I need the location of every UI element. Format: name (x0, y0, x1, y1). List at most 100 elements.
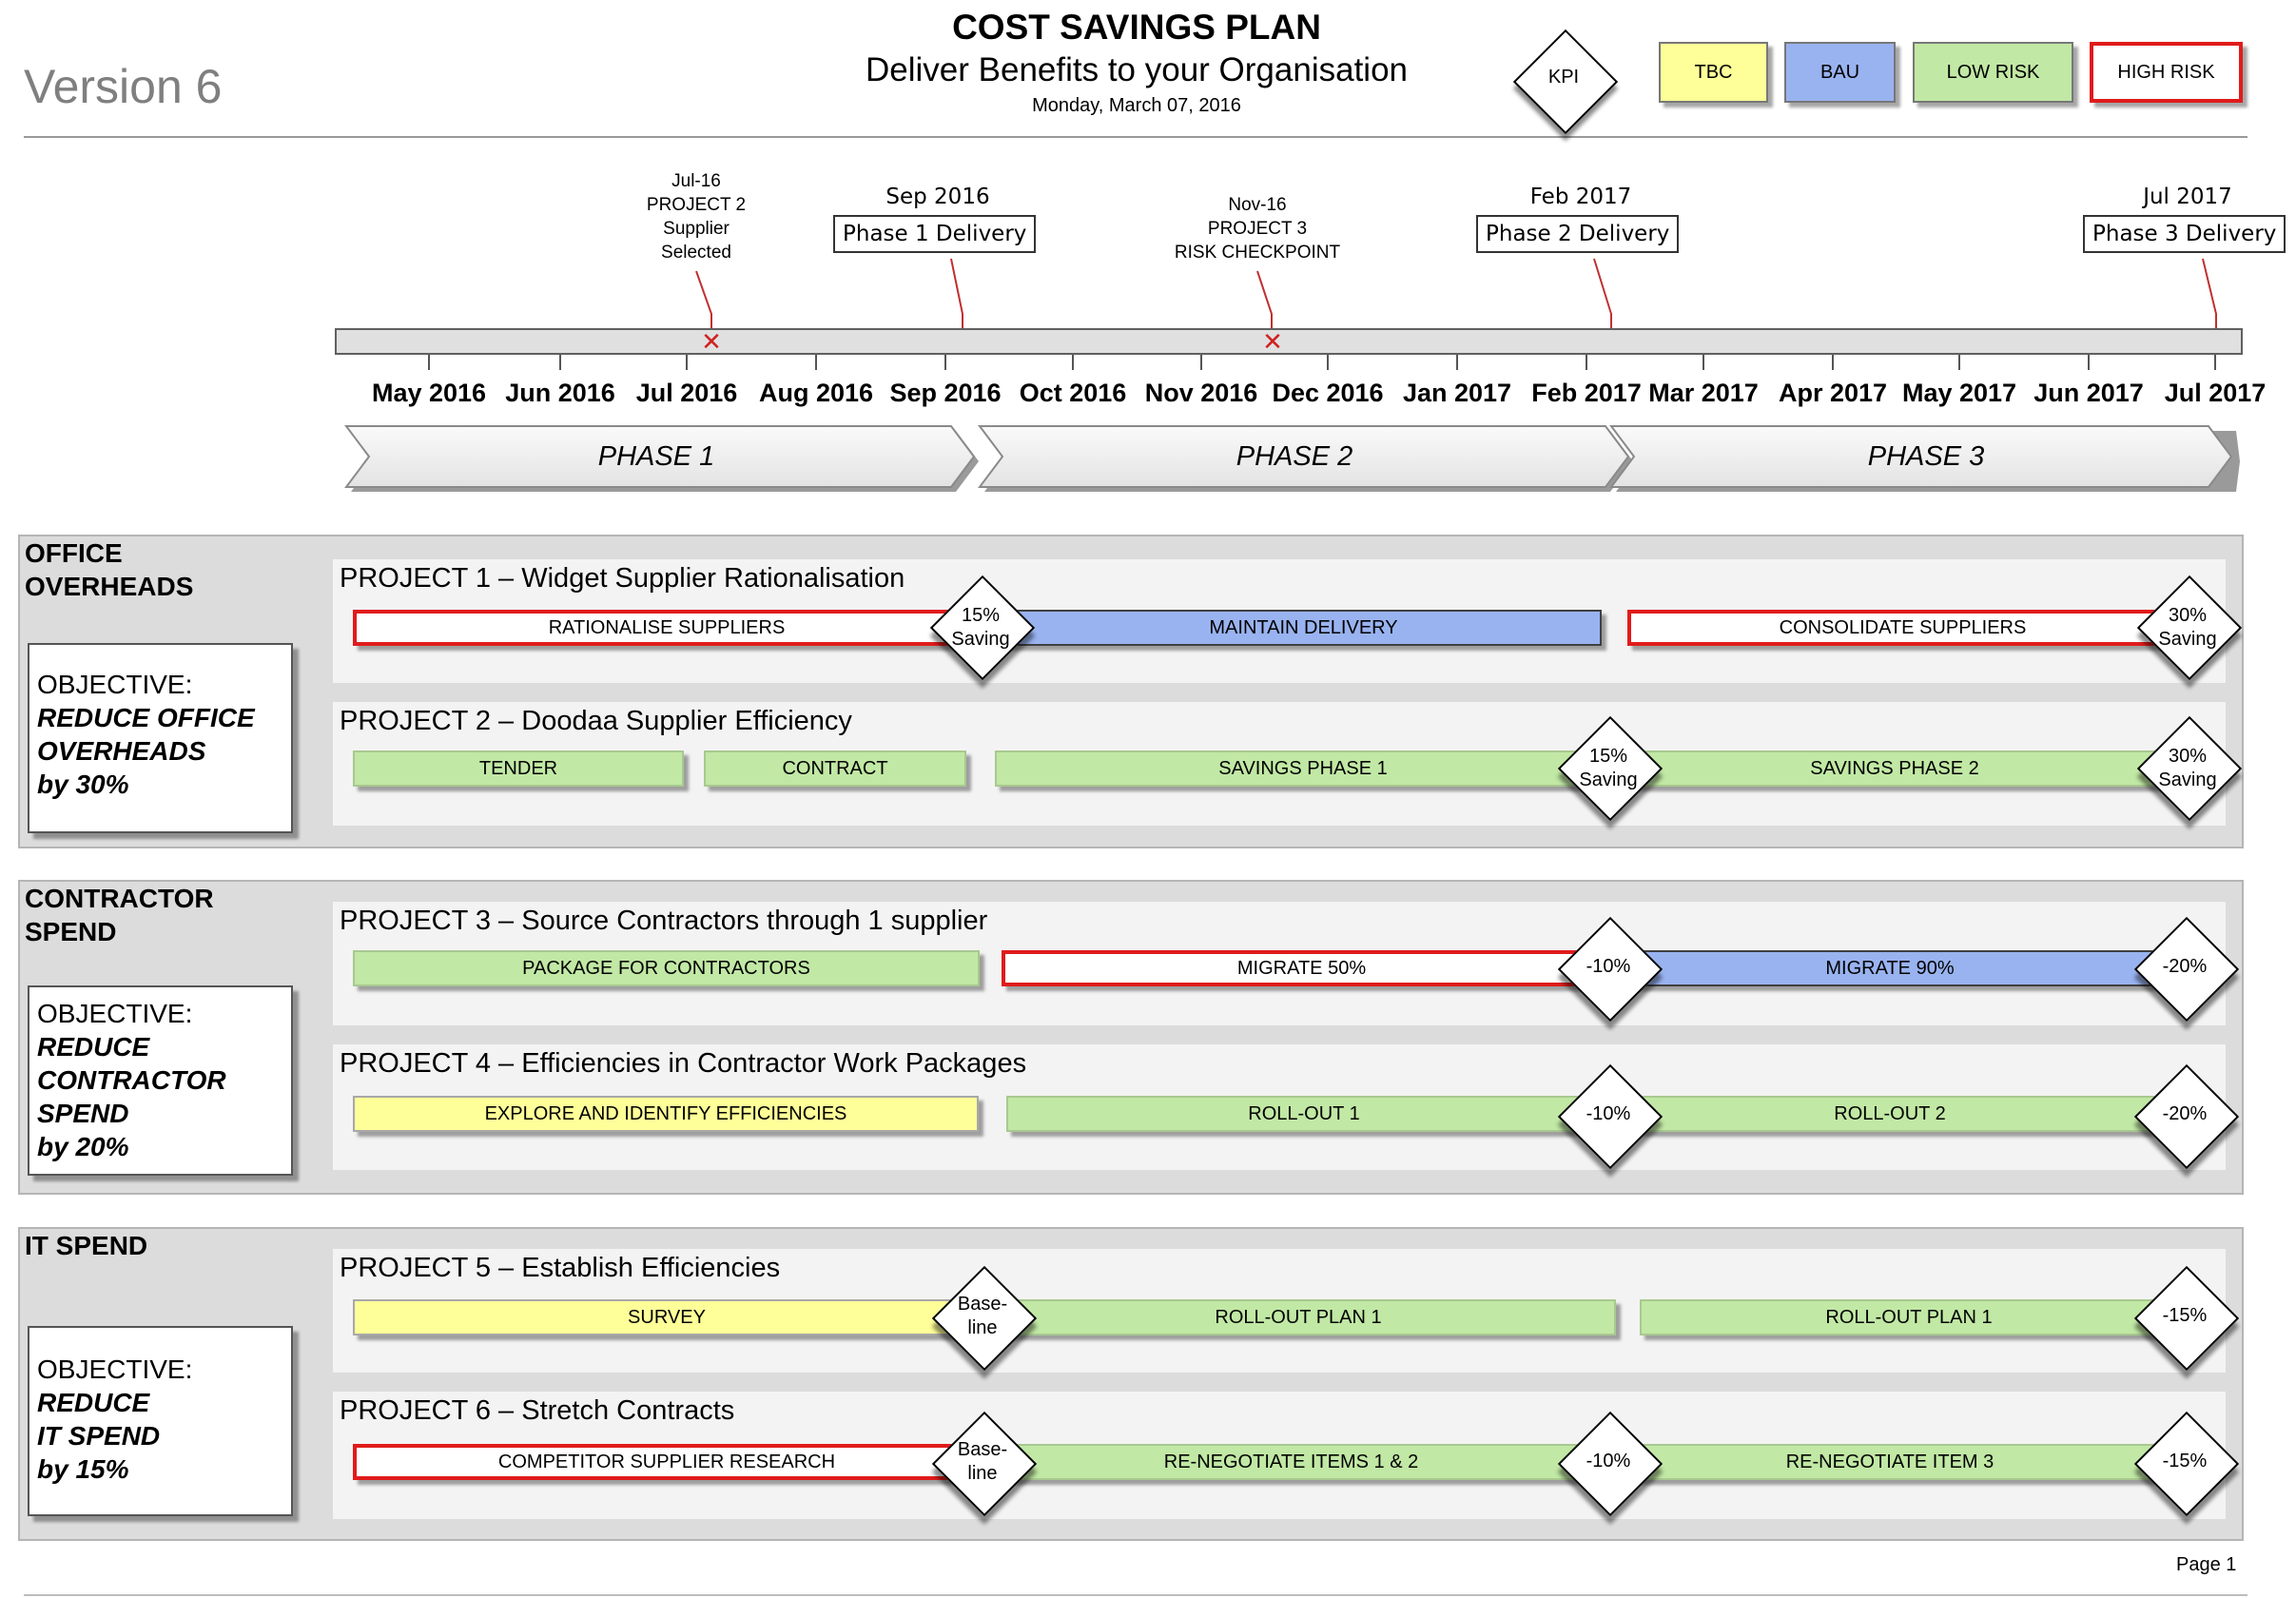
month-label: May 2016 (371, 379, 487, 407)
kpi-text: 15% (1588, 746, 1628, 767)
kpi-text: Saving (2158, 770, 2217, 790)
legend-high-risk: HIGH RISK (2090, 42, 2243, 103)
objective-text: IT SPEND (37, 1421, 161, 1451)
axis-tick (944, 355, 946, 370)
month-label: Mar 2017 (1648, 379, 1759, 407)
axis-tick (1703, 355, 1704, 370)
objective-text: by 20% (37, 1132, 129, 1161)
section-title-line: IT SPEND (25, 1231, 148, 1260)
task-bar[interactable]: ROLL-OUT 1 (1006, 1096, 1602, 1132)
section-title: OFFICE OVERHEADS (25, 536, 193, 603)
axis-tick (1586, 355, 1587, 370)
kpi-text: 30% (2168, 605, 2208, 626)
objective-heading: OBJECTIVE: (37, 1354, 193, 1384)
month-label: Jun 2017 (2033, 379, 2144, 407)
month-label: Jul 2016 (635, 379, 738, 407)
task-bar[interactable]: PACKAGE FOR CONTRACTORS (353, 950, 980, 986)
page-title: COST SAVINGS PLAN (952, 8, 1321, 47)
objective-text: by 15% (37, 1454, 129, 1484)
kpi-label: -10% (1586, 1103, 1631, 1124)
month-label: Sep 2016 (889, 379, 1002, 407)
milestone-phase2-delivery: Phase 2 Delivery (1476, 215, 1680, 253)
phase-3-label: PHASE 3 (1867, 441, 1985, 472)
task-bar[interactable]: SAVINGS PHASE 2 (1611, 750, 2178, 787)
task-bar[interactable]: RE-NEGOTIATE ITEM 3 (1602, 1444, 2178, 1480)
milestone-text: PROJECT 3 (1207, 219, 1308, 239)
task-bar[interactable]: SURVEY (353, 1299, 981, 1335)
month-label: Jul 2017 (2164, 379, 2267, 407)
legend-bau: BAU (1784, 42, 1896, 103)
timeline-axis (335, 328, 2243, 355)
objective-heading: OBJECTIVE: (37, 670, 193, 699)
task-bar[interactable]: SAVINGS PHASE 1 (995, 750, 1611, 787)
task-bar[interactable]: CONSOLIDATE SUPPLIERS (1627, 610, 2178, 646)
milestone-date: Feb 2017 (1529, 185, 1632, 209)
task-bar[interactable]: CONTRACT (704, 750, 966, 787)
milestone-date: Sep 2016 (885, 185, 990, 209)
kpi-text: 15% (961, 605, 1001, 626)
objective-text: by 30% (37, 770, 129, 799)
milestone-phase1-delivery: Phase 1 Delivery (833, 215, 1037, 253)
axis-tick (1456, 355, 1458, 370)
objective-text: REDUCE OFFICE (37, 703, 255, 732)
task-bar[interactable]: RE-NEGOTIATE ITEMS 1 & 2 (981, 1444, 1602, 1480)
kpi-label: -15% (2162, 1305, 2208, 1326)
axis-tick (815, 355, 817, 370)
task-bar[interactable]: ROLL-OUT 2 (1602, 1096, 2178, 1132)
month-label: Nov 2016 (1144, 379, 1258, 407)
project-title: PROJECT 1 – Widget Supplier Rationalisat… (340, 563, 905, 594)
section-title-line: CONTRACTOR (25, 884, 214, 913)
task-bar[interactable]: MAINTAIN DELIVERY (1005, 610, 1602, 646)
phase-2-label: PHASE 2 (1236, 441, 1353, 472)
page-number: Page 1 (2176, 1554, 2237, 1575)
month-label: Oct 2016 (1019, 379, 1127, 407)
phase-1-label: PHASE 1 (597, 441, 715, 472)
milestone-text: Jul-16 (671, 171, 721, 191)
month-label: Jan 2017 (1402, 379, 1512, 407)
objective-text: OVERHEADS (37, 736, 206, 766)
month-label: Jun 2016 (505, 379, 615, 407)
objective-heading: OBJECTIVE: (37, 999, 193, 1028)
milestone-project3-risk: Nov-16 PROJECT 3 RISK CHECKPOINT (1162, 193, 1352, 264)
kpi-text: line (967, 1317, 998, 1338)
section-title: IT SPEND (25, 1229, 147, 1262)
version-label: Version 6 (24, 60, 223, 113)
milestone-connectors (695, 258, 2225, 349)
kpi-label: 30% Saving (2131, 604, 2245, 652)
task-bar[interactable]: TENDER (353, 750, 684, 787)
axis-tick (1832, 355, 1834, 370)
task-bar[interactable]: COMPETITOR SUPPLIER RESEARCH (353, 1444, 981, 1480)
task-bar[interactable]: MIGRATE 50% (1002, 950, 1602, 986)
milestone-text: Nov-16 (1228, 195, 1287, 215)
axis-tick (428, 355, 430, 370)
page-date: Monday, March 07, 2016 (1032, 95, 1241, 116)
task-bar[interactable]: MIGRATE 90% (1602, 950, 2178, 986)
kpi-label: -20% (2162, 956, 2208, 977)
header-divider (24, 136, 2247, 138)
task-bar[interactable]: ROLL-OUT PLAN 1 (981, 1299, 1616, 1335)
kpi-label: 15% Saving (1551, 745, 1665, 792)
project-title: PROJECT 3 – Source Contractors through 1… (340, 906, 988, 936)
kpi-label: -10% (1586, 1451, 1631, 1471)
kpi-label: Base- line (925, 1438, 1040, 1486)
kpi-text: Saving (1579, 770, 1638, 790)
axis-tick (1200, 355, 1202, 370)
task-bar[interactable]: ROLL-OUT PLAN 1 (1640, 1299, 2178, 1335)
month-label: Aug 2016 (758, 379, 874, 407)
milestone-text: RISK CHECKPOINT (1174, 243, 1341, 263)
milestone-text: Selected (661, 243, 731, 263)
section-title: CONTRACTOR SPEND (25, 882, 214, 948)
objective-box: OBJECTIVE: REDUCE OFFICE OVERHEADS by 30… (28, 643, 293, 833)
task-bar[interactable]: RATIONALISE SUPPLIERS (353, 610, 981, 646)
month-label: Apr 2017 (1778, 379, 1888, 407)
task-bar[interactable]: EXPLORE AND IDENTIFY EFFICIENCIES (353, 1096, 979, 1132)
kpi-label: -10% (1586, 956, 1631, 977)
kpi-text: Base- (957, 1439, 1008, 1460)
kpi-text: Base- (957, 1294, 1008, 1315)
kpi-label: 15% Saving (924, 604, 1038, 652)
milestone-text: Supplier (663, 219, 730, 239)
kpi-label: -20% (2162, 1103, 2208, 1124)
objective-box: OBJECTIVE: REDUCE IT SPEND by 15% (28, 1326, 293, 1516)
axis-tick (1958, 355, 1960, 370)
kpi-text: 30% (2168, 746, 2208, 767)
